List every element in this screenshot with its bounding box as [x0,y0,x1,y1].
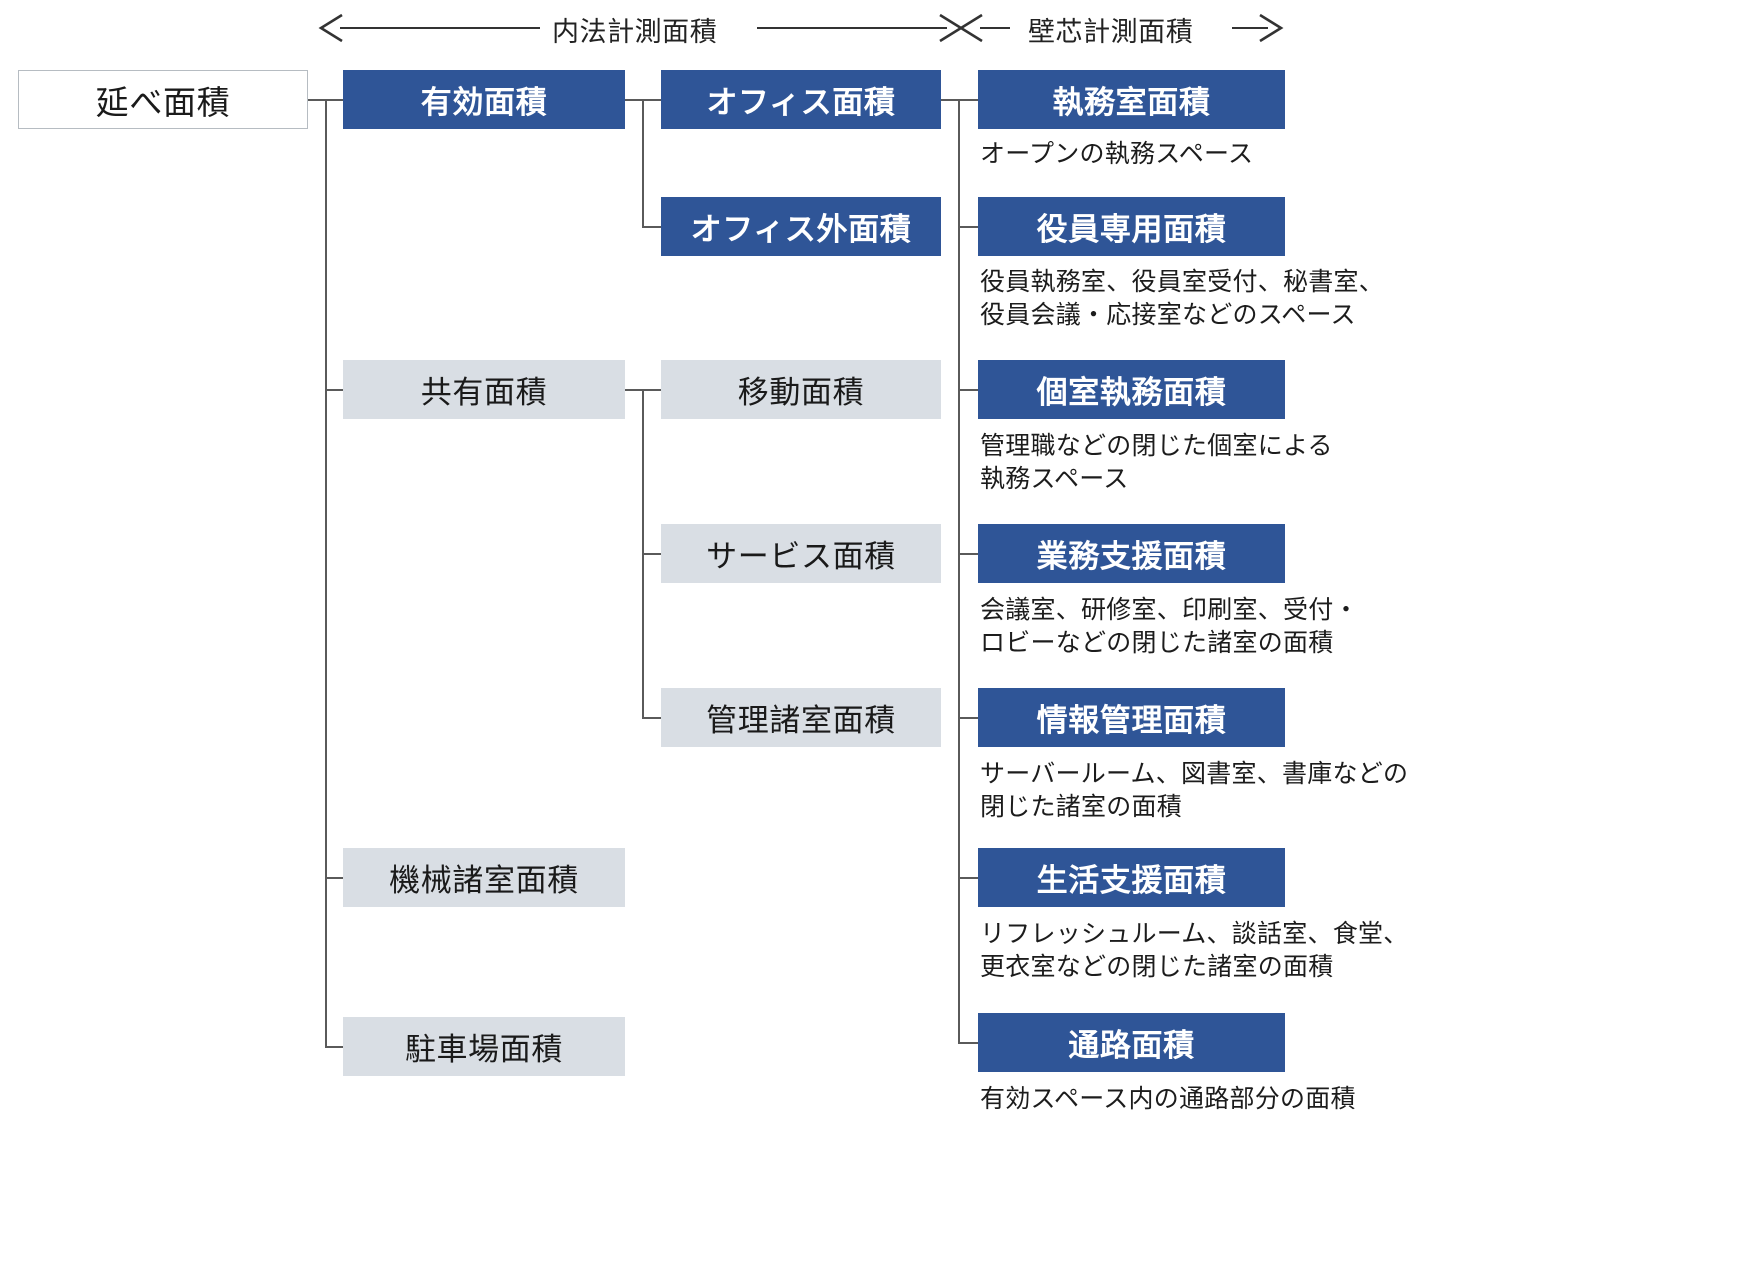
node-chushajo-label: 駐車場面積 [404,1032,564,1067]
node-ido-label: 移動面積 [737,375,865,410]
node-koshitsu-label: 個室執務面積 [1036,375,1227,410]
desc-joho: サーバールーム、図書室、書庫などの 閉じた諸室の面積 [980,760,1409,821]
node-office-gai-menseki[interactable]: オフィス外面積 [661,197,941,256]
connector-to-seikatsu [958,877,978,879]
node-gyomu-shien-menseki[interactable]: 業務支援面積 [978,524,1285,583]
desc-gyomu: 会議室、研修室、印刷室、受付・ ロビーなどの閉じた諸室の面積 [980,596,1359,657]
node-chushajo-menseki[interactable]: 駐車場面積 [343,1017,625,1076]
node-shitsumushitsu-menseki[interactable]: 執務室面積 [978,70,1285,129]
node-joho-label: 情報管理面積 [1036,703,1227,738]
header-line-right [980,26,1010,29]
node-shitsumushitsu-label: 執務室面積 [1052,85,1211,120]
arrow-right-icon [1258,13,1284,43]
connector-to-tsuro [958,1042,978,1044]
node-seikatsu-shien-menseki[interactable]: 生活支援面積 [978,848,1285,907]
connector-to-service [642,553,661,555]
node-kikai-label: 機械諸室面積 [389,863,579,898]
node-yuko-menseki[interactable]: 有効面積 [343,70,625,129]
node-kikai-shoshitsu-menseki[interactable]: 機械諸室面積 [343,848,625,907]
node-koshitsu-shitsumu-menseki[interactable]: 個室執務面積 [978,360,1285,419]
node-ido-menseki[interactable]: 移動面積 [661,360,941,419]
connector-level2-trunk [325,99,327,1047]
arrow-left-icon [318,13,344,43]
node-office-menseki[interactable]: オフィス面積 [661,70,941,129]
desc-yakuin: 役員執務室、役員室受付、秘書室、 役員会議・応接室などのスペース [980,268,1385,329]
desc-koshitsu: 管理職などの閉じた個室による 執務スペース [980,432,1333,493]
node-gyomu-label: 業務支援面積 [1036,539,1227,574]
connector-yuko-trunk [642,99,644,227]
right-measure-label: 壁芯計測面積 [1028,17,1194,47]
node-office-label: オフィス面積 [706,85,896,120]
desc-seikatsu: リフレッシュルーム、談話室、食堂、 更衣室などの閉じた諸室の面積 [980,920,1409,981]
node-service-menseki[interactable]: サービス面積 [661,524,941,583]
node-tsuro-menseki[interactable]: 通路面積 [978,1013,1285,1072]
connector-level4-trunk [958,99,960,1043]
node-yuko-label: 有効面積 [420,85,548,120]
node-root-label: 延べ面積 [95,83,231,121]
connector-to-office-gai [642,226,661,228]
desc-shitsumushitsu: オープンの執務スペース [980,140,1254,168]
node-seikatsu-label: 生活支援面積 [1036,863,1227,898]
connector-to-kanri [642,717,661,719]
connector-to-kyoyu [325,389,344,391]
connector-to-gyomu [958,553,978,555]
node-kanri-shoshitsu-menseki[interactable]: 管理諸室面積 [661,688,941,747]
header-line-left2 [757,26,947,29]
connector-to-joho [958,717,978,719]
node-yakuin-label: 役員専用面積 [1036,212,1227,247]
node-kyoyu-label: 共有面積 [420,375,548,410]
left-measure-label: 内法計測面積 [552,17,718,47]
node-tsuro-label: 通路面積 [1068,1028,1195,1063]
header-line-left [340,26,540,29]
node-yakuin-senyo-menseki[interactable]: 役員専用面積 [978,197,1285,256]
arrow-left-icon-right-span [958,13,984,43]
desc-tsuro: 有効スペース内の通路部分の面積 [980,1085,1356,1113]
node-service-label: サービス面積 [706,539,896,574]
connector-to-yakuin [958,226,978,228]
connector-to-kikai [325,877,344,879]
node-joho-kanri-menseki[interactable]: 情報管理面積 [978,688,1285,747]
header-line-right2 [1232,26,1268,29]
node-kyoyu-menseki[interactable]: 共有面積 [343,360,625,419]
node-office-gai-label: オフィス外面積 [690,212,912,247]
node-kanri-label: 管理諸室面積 [706,703,896,738]
connector-to-chusha [325,1046,344,1048]
connector-to-koshitsu [958,389,978,391]
node-root-nobe-menseki[interactable]: 延べ面積 [18,70,308,129]
